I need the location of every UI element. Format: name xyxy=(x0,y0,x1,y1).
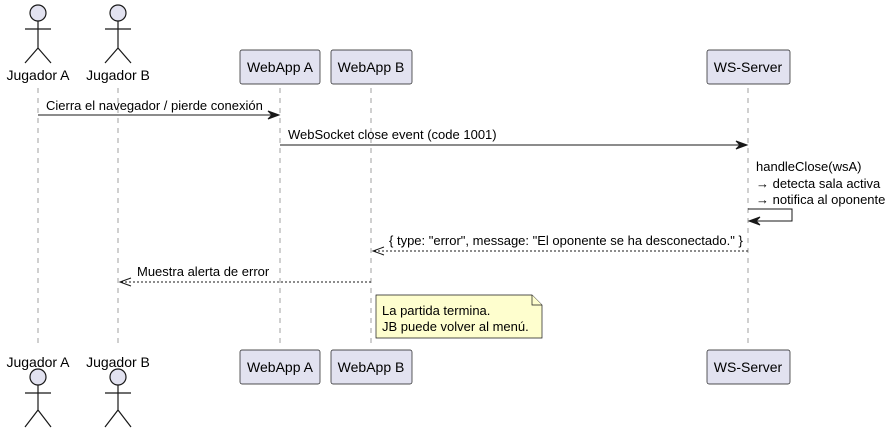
actor-label: Jugador A xyxy=(6,354,70,370)
participant-webapp-a-top: WebApp A xyxy=(239,49,321,85)
arrow-head-icon xyxy=(735,140,749,150)
actor-icon xyxy=(104,368,132,428)
message-label: Cierra el navegador / pierde conexión xyxy=(46,98,263,113)
actor-jugador-b-top: Jugador B xyxy=(86,4,150,83)
participant-label: WebApp B xyxy=(338,359,405,375)
actor-label: Jugador A xyxy=(6,67,70,83)
actor-icon xyxy=(24,368,52,428)
arrow-head-icon xyxy=(118,277,132,287)
message-error-oponente: { type: "error", message: "El oponente s… xyxy=(371,233,748,256)
actor-jugador-a-bottom: Jugador A xyxy=(6,354,70,428)
actor-icon xyxy=(104,4,132,64)
arrow-head-icon xyxy=(267,110,281,120)
participant-label: WebApp B xyxy=(338,59,405,75)
message-muestra-alerta: Muestra alerta de error xyxy=(118,264,371,287)
message-cierra-navegador: Cierra el navegador / pierde conexión xyxy=(38,98,281,120)
arrow-head-icon xyxy=(747,216,761,226)
message-label: Muestra alerta de error xyxy=(137,264,270,279)
actor-jugador-b-bottom: Jugador B xyxy=(86,354,150,428)
actor-label: Jugador B xyxy=(86,67,150,83)
message-label: WebSocket close event (code 1001) xyxy=(288,127,497,142)
message-websocket-close: WebSocket close event (code 1001) xyxy=(280,127,749,150)
arrow-head-icon xyxy=(371,246,385,256)
participant-label: WebApp A xyxy=(247,59,314,75)
participant-label: WebApp A xyxy=(247,359,314,375)
participant-webapp-a-bottom: WebApp A xyxy=(239,349,321,385)
message-label-line: → detecta sala activa xyxy=(756,176,881,191)
participant-ws-server-bottom: WS-Server xyxy=(706,349,791,385)
note-line: JB puede volver al menú. xyxy=(382,319,529,334)
message-handle-close: handleClose(wsA) → detecta sala activa →… xyxy=(747,159,885,226)
participant-webapp-b-bottom: WebApp B xyxy=(330,349,413,385)
message-label-line: → notifica al oponente xyxy=(756,192,885,207)
note-line: La partida termina. xyxy=(382,303,490,318)
participant-webapp-b-top: WebApp B xyxy=(330,49,413,85)
actor-jugador-a-top: Jugador A xyxy=(6,4,70,83)
note: La partida termina. JB puede volver al m… xyxy=(375,294,543,339)
actor-label: Jugador B xyxy=(86,354,150,370)
message-label-line: handleClose(wsA) xyxy=(756,159,862,174)
participant-label: WS-Server xyxy=(714,359,783,375)
participant-label: WS-Server xyxy=(714,59,783,75)
participant-ws-server-top: WS-Server xyxy=(706,49,791,85)
message-label: { type: "error", message: "El oponente s… xyxy=(389,233,743,248)
actor-icon xyxy=(24,4,52,64)
